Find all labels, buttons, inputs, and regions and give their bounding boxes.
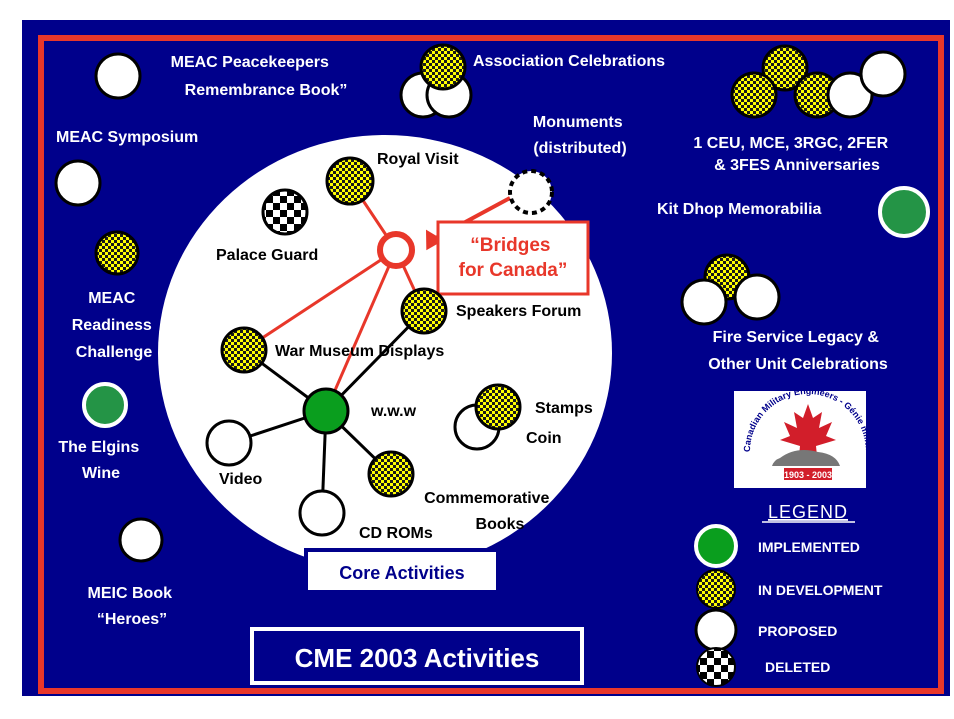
speakers-forum-label: Speakers Forum xyxy=(456,303,581,320)
meic-book-node[interactable] xyxy=(118,517,164,563)
speakers-forum-node[interactable] xyxy=(400,287,448,335)
beaver-icon xyxy=(772,450,840,466)
kit-shop-label: Kit Dhop Memorabilia xyxy=(657,201,822,218)
cd-roms-node[interactable] xyxy=(298,489,346,537)
commemorative-books-label: Commemorative Books xyxy=(424,490,554,533)
bridges-box xyxy=(436,220,590,296)
legend-proposed-label: PROPOSED xyxy=(758,623,837,639)
legend-deleted-label: DELETED xyxy=(765,659,830,675)
monuments-node[interactable] xyxy=(508,169,554,215)
elgins-wine-label: The Elgins Wine xyxy=(58,439,143,482)
bridges-label: “Bridges for Canada” xyxy=(459,235,568,281)
stamps-label: Stamps xyxy=(535,400,593,417)
peacekeepers-book-node[interactable] xyxy=(94,52,142,100)
anniversaries-nodes[interactable] xyxy=(730,44,907,119)
svg-text:1903 - 2003: 1903 - 2003 xyxy=(784,470,832,480)
stamps-coin-nodes[interactable] xyxy=(453,383,522,451)
legend-deleted-swatch xyxy=(696,647,736,687)
meic-book-label: MEIC Book “Heroes” xyxy=(88,585,177,628)
association-celebrations-label: Association Celebrations xyxy=(473,53,665,70)
royal-visit-node[interactable] xyxy=(325,156,375,206)
title-box xyxy=(250,627,584,685)
page-title: CME 2003 Activities xyxy=(295,643,540,673)
coin-label: Coin xyxy=(526,430,562,447)
fire-service-nodes[interactable] xyxy=(680,253,781,326)
palace-guard-node[interactable] xyxy=(261,188,309,236)
bridges-node[interactable] xyxy=(377,231,415,269)
maple-leaf-icon xyxy=(780,404,836,456)
meac-symposium-node[interactable] xyxy=(54,159,102,207)
meac-symposium-label: MEAC Symposium xyxy=(56,129,198,146)
association-celebrations-nodes[interactable] xyxy=(399,43,473,119)
royal-visit-label: Royal Visit xyxy=(377,151,459,168)
commemorative-books-node[interactable] xyxy=(367,450,415,498)
video-label: Video xyxy=(219,471,263,488)
cd-roms-label: CD ROMs xyxy=(359,525,433,542)
peacekeepers-book-label: MEAC Peacekeepers Remembrance Book” xyxy=(171,54,348,99)
elgins-wine-node[interactable] xyxy=(82,382,128,428)
fire-service-label: Fire Service Legacy & Other Unit Celebra… xyxy=(708,329,888,373)
monuments-arrowhead xyxy=(426,229,444,251)
war-museum-label: War Museum Displays xyxy=(275,343,444,360)
legend-development-label: IN DEVELOPMENT xyxy=(758,582,883,598)
core-activities-box xyxy=(304,548,500,594)
legend-implemented-label: IMPLEMENTED xyxy=(758,539,860,555)
red-frame xyxy=(38,35,944,694)
legend-proposed-swatch xyxy=(694,608,738,652)
anniversaries-label: 1 CEU, MCE, 3RGC, 2FER & 3FES Anniversar… xyxy=(693,135,892,174)
www-label: w.w.w xyxy=(370,403,417,420)
video-node[interactable] xyxy=(205,419,253,467)
palace-guard-label: Palace Guard xyxy=(216,247,318,264)
kit-shop-node[interactable] xyxy=(878,186,930,238)
war-museum-node[interactable] xyxy=(220,326,268,374)
readiness-challenge-node[interactable] xyxy=(94,230,140,276)
legend-development-swatch xyxy=(696,569,736,609)
readiness-challenge-label: MEAC Readiness Challenge xyxy=(72,290,157,361)
monuments-label: Monuments (distributed) xyxy=(533,114,627,157)
legend-title: LEGEND xyxy=(768,502,848,522)
legend-implemented-swatch xyxy=(694,524,738,568)
www-node[interactable] xyxy=(302,387,350,435)
core-activities-label: Core Activities xyxy=(339,563,464,583)
